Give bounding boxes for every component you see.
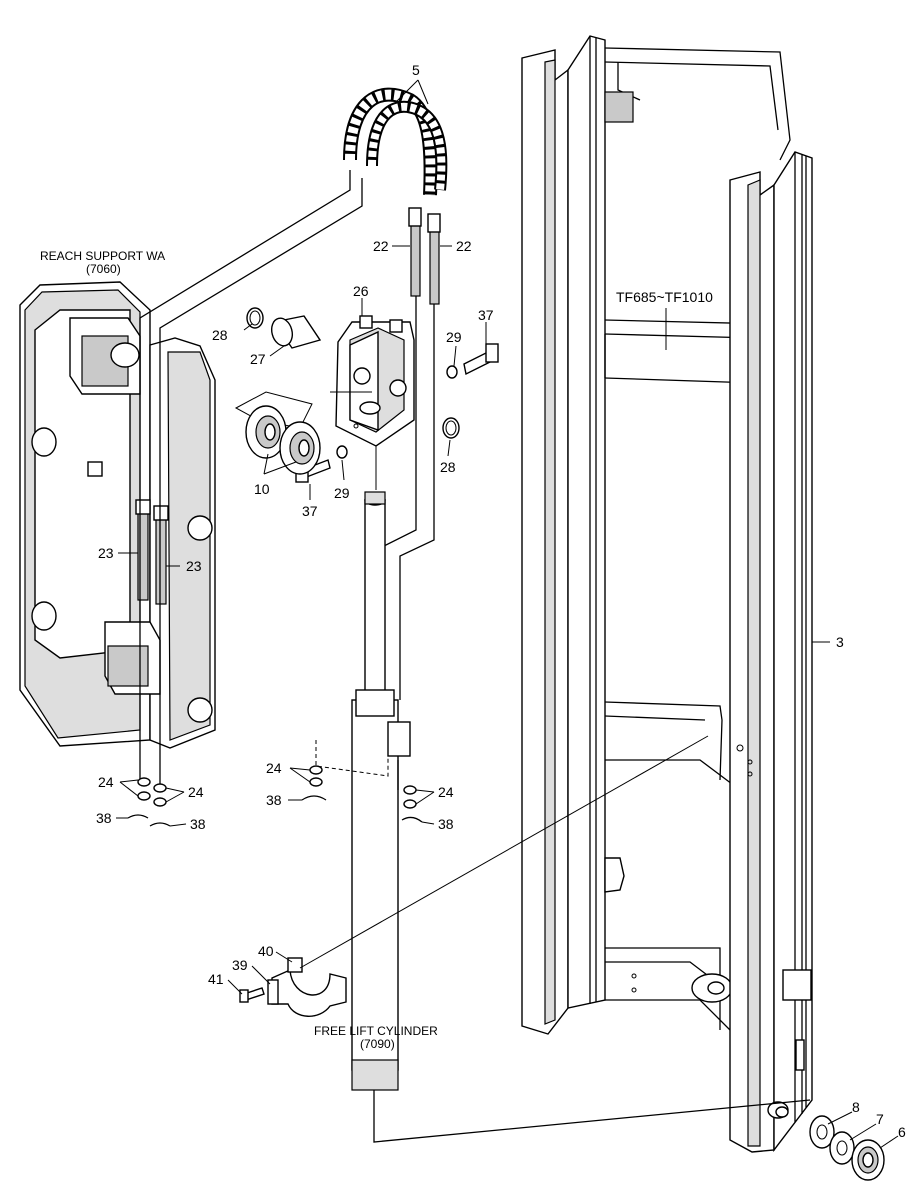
callout-39: 39 — [232, 957, 248, 973]
clamp-assembly-39-40-41 — [239, 957, 347, 1017]
bolt-37a — [463, 343, 499, 376]
callout-38-right: 38 — [438, 816, 454, 832]
reach-support-code: (7060) — [86, 262, 121, 276]
callout-26: 26 — [353, 283, 369, 299]
callout-37-top: 37 — [478, 307, 494, 323]
callout-24-far-left: 24 — [98, 774, 114, 790]
washer-29a — [446, 365, 458, 379]
sheave-pair-10 — [234, 391, 321, 475]
callout-40: 40 — [258, 943, 274, 959]
callout-7: 7 — [876, 1111, 884, 1127]
callout-3: 3 — [836, 634, 844, 650]
bracket-26 — [335, 315, 415, 447]
callout-38-left: 38 — [190, 816, 206, 832]
callout-38-far-left: 38 — [96, 810, 112, 826]
callout-28-left: 28 — [212, 327, 228, 343]
leader-lines — [116, 79, 899, 1149]
callout-22-right: 22 — [456, 238, 472, 254]
callout-22-left: 22 — [373, 238, 389, 254]
callout-24-left: 24 — [188, 784, 204, 800]
reach-support-caption: REACH SUPPORT WA — [40, 249, 165, 263]
callout-28-right: 28 — [440, 459, 456, 475]
mast-frame — [521, 35, 813, 1153]
free-lift-cylinder — [351, 491, 411, 1091]
reach-support-assembly — [19, 281, 216, 749]
callout-8: 8 — [852, 1099, 860, 1115]
washer-29b — [336, 445, 348, 459]
model-range-label: TF685~TF1010 — [616, 289, 713, 305]
callout-29-top: 29 — [446, 329, 462, 345]
nut-stack-24-38-middle — [301, 765, 423, 823]
bearing-stack-6-7-8 — [809, 1115, 885, 1181]
callout-41: 41 — [208, 971, 224, 987]
callout-5: 5 — [412, 62, 420, 78]
callout-6: 6 — [898, 1124, 906, 1140]
callout-24-right: 24 — [438, 784, 454, 800]
rod-pair-22 — [408, 207, 441, 305]
free-lift-code: (7090) — [360, 1037, 395, 1051]
free-lift-caption: FREE LIFT CYLINDER — [314, 1024, 438, 1038]
callout-24-middle: 24 — [266, 760, 282, 776]
callout-10: 10 — [254, 481, 270, 497]
pin-27 — [270, 315, 322, 349]
callout-38-middle: 38 — [266, 792, 282, 808]
nut-stack-24-38-left — [127, 777, 171, 827]
chain-5 — [343, 87, 448, 196]
callout-23-left: 23 — [98, 545, 114, 561]
rod-pair-23 — [135, 499, 169, 605]
callout-23-right: 23 — [186, 558, 202, 574]
callout-27: 27 — [250, 351, 266, 367]
callout-37-bottom: 37 — [302, 503, 318, 519]
callout-29-bottom: 29 — [334, 485, 350, 501]
